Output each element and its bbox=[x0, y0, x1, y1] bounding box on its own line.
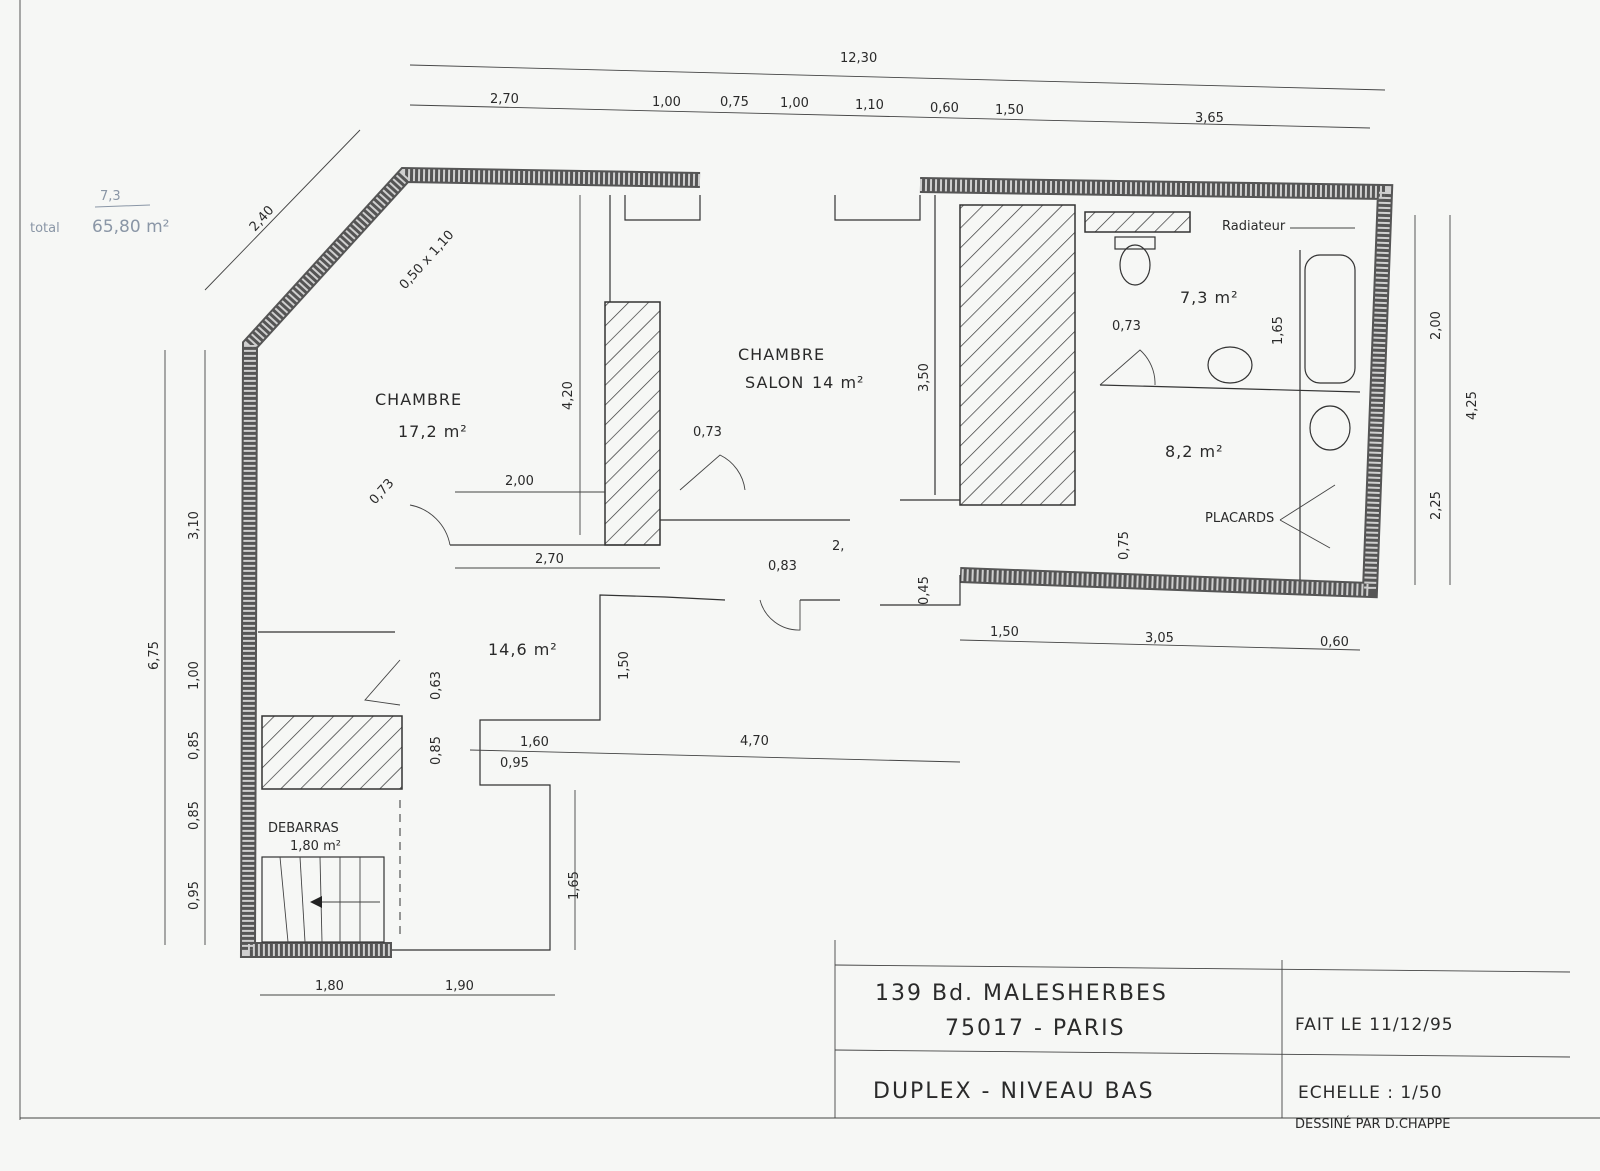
room-area: 14 m² bbox=[812, 373, 864, 392]
dim-inner: 1,50 bbox=[617, 651, 632, 680]
dim-left: 3,10 bbox=[187, 511, 202, 540]
placards-arrow bbox=[1279, 484, 1336, 521]
dim-door: 0,73 bbox=[367, 476, 398, 508]
room-name: CHAMBRE bbox=[375, 390, 462, 409]
dim-inner: 4,70 bbox=[740, 734, 769, 749]
dim-bottom: 1,80 bbox=[315, 979, 344, 994]
dim-inner: 0,75 bbox=[1117, 531, 1132, 560]
radiateur-label: Radiateur bbox=[1222, 219, 1286, 234]
room-area: 17,2 m² bbox=[398, 422, 468, 441]
drawing-author: DESSINÉ PAR D.CHAPPE bbox=[1295, 1116, 1450, 1132]
dim-inner: 1,65 bbox=[1271, 316, 1286, 345]
dim-inner: 3,05 bbox=[1145, 631, 1174, 646]
dim-inner: 0,45 bbox=[917, 576, 932, 605]
note-total-label: total bbox=[30, 221, 60, 236]
dim-top: 2,70 bbox=[490, 92, 519, 107]
room-name: CHAMBRE bbox=[738, 345, 825, 364]
dimension-lines bbox=[164, 64, 1451, 996]
dim-right: 2,00 bbox=[1429, 311, 1444, 340]
dim-left: 1,00 bbox=[187, 661, 202, 690]
hatched-block-bath bbox=[1084, 211, 1191, 233]
washbasin bbox=[1309, 405, 1351, 451]
interior-partitions bbox=[258, 195, 1361, 951]
dim-inner: 0,63 bbox=[429, 671, 444, 700]
chimney-block-center bbox=[604, 301, 661, 546]
room-debarras-name: DEBARRAS bbox=[268, 821, 339, 836]
room-debarras-area: 1,80 m² bbox=[290, 839, 341, 854]
handwritten-notes: 7,3 total 65,80 m² bbox=[30, 189, 169, 237]
staircase bbox=[261, 856, 385, 943]
dim-left: 0,95 bbox=[187, 881, 202, 910]
address-line-1: 139 Bd. MALESHERBES bbox=[875, 981, 1168, 1006]
note-total-value: 65,80 m² bbox=[92, 217, 169, 237]
note-rule bbox=[94, 204, 151, 208]
dim-inner-partial: 2, bbox=[832, 539, 844, 554]
chimney-block-right bbox=[959, 204, 1076, 506]
dim-top: 1,10 bbox=[855, 98, 884, 113]
dim-top: 1,00 bbox=[652, 95, 681, 110]
drawing-scale: ECHELLE : 1/50 bbox=[1298, 1083, 1443, 1103]
exterior-walls bbox=[239, 166, 1394, 958]
dim-right-total: 4,25 bbox=[1465, 391, 1480, 420]
room-chambre-salon: CHAMBRE SALON 14 m² bbox=[738, 345, 864, 392]
toilet bbox=[1119, 244, 1151, 286]
dim-inner: 1,50 bbox=[990, 625, 1019, 640]
dim-inner: 0,60 bbox=[1320, 635, 1349, 650]
room-name: SALON bbox=[745, 373, 804, 392]
room-chambre: CHAMBRE 17,2 m² bbox=[375, 390, 468, 441]
room-hall-area: 14,6 m² bbox=[488, 640, 558, 659]
dim-inner: 2,00 bbox=[505, 474, 534, 489]
sink bbox=[1207, 346, 1253, 384]
dim-inner: 2,70 bbox=[535, 552, 564, 567]
dim-inner: 4,20 bbox=[561, 381, 576, 410]
drawing-title: DUPLEX - NIVEAU BAS bbox=[873, 1079, 1155, 1104]
dim-inner: 0,85 bbox=[429, 736, 444, 765]
dim-window: 0,50 x 1,10 bbox=[397, 228, 458, 293]
dim-diagonal: 2,40 bbox=[247, 203, 278, 235]
dim-right: 2,25 bbox=[1429, 491, 1444, 520]
bathtub bbox=[1304, 254, 1356, 384]
dim-left: 0,85 bbox=[187, 731, 202, 760]
dim-inner: 1,65 bbox=[567, 871, 582, 900]
dim-door: 0,73 bbox=[1112, 319, 1141, 334]
dim-door: 0,73 bbox=[693, 425, 722, 440]
dim-top: 1,00 bbox=[780, 96, 809, 111]
dim-inner: 3,50 bbox=[917, 363, 932, 392]
dim-top: 0,60 bbox=[930, 101, 959, 116]
note-subtotal: 7,3 bbox=[100, 189, 121, 204]
dim-left-total: 6,75 bbox=[147, 641, 162, 670]
title-block: 139 Bd. MALESHERBES 75017 - PARIS FAIT L… bbox=[834, 940, 1571, 1132]
hatched-block-left bbox=[261, 715, 403, 790]
dim-left: 0,85 bbox=[187, 801, 202, 830]
room-bath-area: 7,3 m² bbox=[1180, 288, 1239, 307]
dim-top: 1,50 bbox=[995, 103, 1024, 118]
dim-bottom: 1,90 bbox=[445, 979, 474, 994]
dim-total-width: 12,30 bbox=[840, 51, 877, 66]
dim-top: 3,65 bbox=[1195, 111, 1224, 126]
dim-top: 0,75 bbox=[720, 95, 749, 110]
dim-door: 0,83 bbox=[768, 559, 797, 574]
dim-inner: 1,60 bbox=[520, 735, 549, 750]
room-8-area: 8,2 m² bbox=[1165, 442, 1224, 461]
placards-label: PLACARDS bbox=[1205, 511, 1274, 526]
dim-inner: 0,95 bbox=[500, 756, 529, 771]
drawing-date: FAIT LE 11/12/95 bbox=[1295, 1015, 1454, 1035]
address-line-2: 75017 - PARIS bbox=[945, 1016, 1126, 1041]
